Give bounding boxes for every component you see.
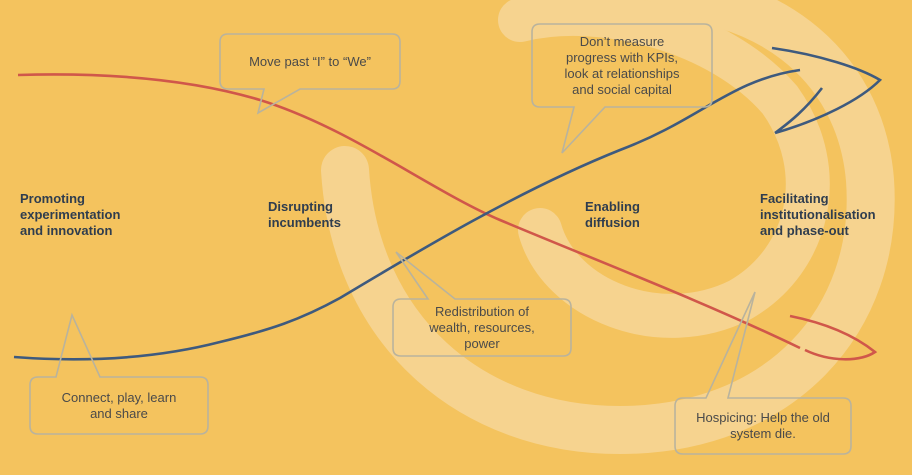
callout-line: look at relationships — [564, 65, 680, 81]
callout-line: Don’t measure — [579, 33, 665, 49]
callout-connect-bubble — [29, 312, 209, 435]
callout-redistribution-bubble — [392, 251, 572, 357]
phase-label-line: Enabling — [585, 199, 640, 214]
callout-line: system die. — [730, 426, 796, 441]
callout-we-bubble — [219, 33, 401, 115]
callout-hospicing-text: Hospicing: Help the old system die. — [675, 398, 851, 454]
callout-redistribution-text: Redistribution of wealth, resources, pow… — [393, 299, 571, 356]
phase-label-enabling: Enabling diffusion — [585, 199, 640, 231]
callout-we-label: Move past “I” to “We” — [249, 53, 371, 69]
phase-label-line: Disrupting — [268, 199, 333, 214]
phase-label-line: institutionalisation — [760, 207, 876, 222]
phase-label-line: and innovation — [20, 223, 113, 238]
phase-label-line: experimentation — [20, 207, 121, 222]
phase-label-line: incumbents — [268, 215, 341, 230]
callout-line: Connect, play, learn — [61, 389, 177, 405]
declining-system-curve — [17, 73, 801, 350]
callout-line: progress with KPIs, — [566, 49, 678, 65]
callout-line: and share — [90, 405, 148, 421]
callout-line: Redistribution of — [435, 303, 529, 319]
emerging-curve-arrowhead — [771, 46, 883, 135]
callout-kpis-bubble — [531, 23, 713, 154]
callout-line: wealth, resources, — [429, 319, 535, 335]
callout-hospicing-bubble — [674, 291, 852, 455]
phase-label-facilitating: Facilitating institutionalisation and ph… — [760, 191, 876, 239]
emerging-system-curve — [13, 68, 801, 361]
declining-curve-arrowhead — [789, 314, 878, 361]
phase-label-line: diffusion — [585, 215, 640, 230]
callout-kpis-text: Don’t measure progress with KPIs, look a… — [532, 24, 712, 107]
callout-we-text: Move past “I” to “We” — [220, 34, 400, 89]
callout-line: and social capital — [572, 81, 672, 97]
phase-label-promoting: Promoting experimentation and innovation — [20, 191, 120, 239]
callout-line: power — [464, 335, 500, 351]
callout-line: Hospicing: Help the old — [696, 410, 830, 425]
callout-connect-text: Connect, play, learn and share — [30, 377, 208, 434]
phase-label-line: Facilitating — [760, 191, 829, 206]
phase-label-line: and phase-out — [760, 223, 849, 238]
phase-label-line: Promoting — [20, 191, 85, 206]
spiral-inner-arc — [498, 0, 830, 338]
phase-label-disrupting: Disrupting incumbents — [268, 199, 341, 231]
